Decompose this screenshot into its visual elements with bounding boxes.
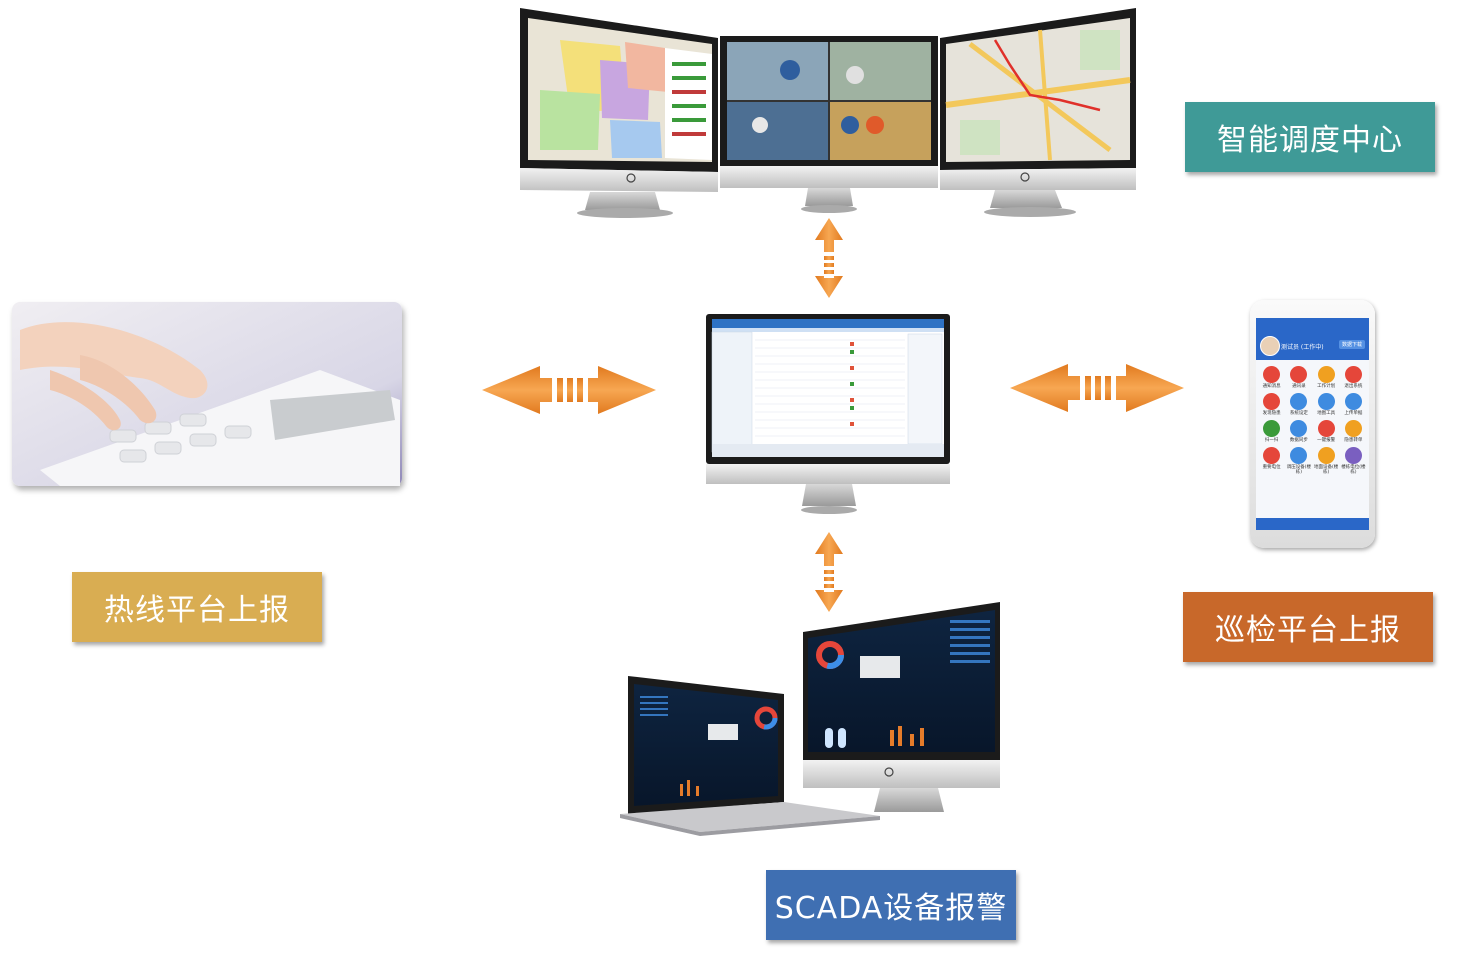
app-label: 系统设定 (1289, 411, 1308, 416)
monitor-right-map (940, 8, 1136, 217)
app-icon (1344, 447, 1362, 464)
app-icon (1317, 366, 1335, 383)
phone-app-grid: 通知消息 通讯录 工作计划 退出系统发现隐患 系统设定 地图工具 上传单据扫一扫 数据同步 一键… (1256, 360, 1369, 475)
scada-laptop (620, 676, 880, 836)
phone-nav-bar (1256, 532, 1369, 542)
phone-app-item[interactable]: 一键报警 (1313, 420, 1340, 443)
app-label: 数据同步 (1289, 438, 1308, 443)
app-label: 通知消息 (1262, 384, 1281, 389)
app-icon (1317, 447, 1335, 464)
app-label: 一键报警 (1317, 438, 1336, 443)
app-icon (1290, 366, 1308, 383)
app-icon (1344, 393, 1362, 410)
phone-app-item[interactable]: 重要电位 (1258, 447, 1285, 475)
scada-alarm-text: SCADA设备报警 (774, 891, 1008, 926)
app-icon (1344, 420, 1362, 437)
app-label: 通讯录 (1292, 384, 1306, 389)
hotline-report-label: 热线平台上报 (72, 572, 322, 642)
phone-app-item[interactable]: 退出系统 (1340, 366, 1367, 389)
app-icon (1317, 420, 1335, 437)
app-label: 上传单据 (1344, 411, 1363, 416)
app-icon (1317, 393, 1335, 410)
app-label: 楼栋电位(楼栋) (1341, 465, 1366, 475)
phone-app-item[interactable]: 地面设备(楼栋) (1313, 447, 1340, 475)
app-label: 工作计划 (1317, 384, 1336, 389)
app-icon (1263, 366, 1281, 383)
app-label: 地面设备(楼栋) (1313, 465, 1339, 475)
phone-app-item[interactable]: 工作计划 (1313, 366, 1340, 389)
arrow-bottom-vertical (815, 532, 843, 612)
phone-app-item[interactable]: 通讯录 (1285, 366, 1312, 389)
dispatch-center-text: 智能调度中心 (1217, 123, 1403, 158)
scada-monitor (803, 602, 1000, 812)
phone-status-bar (1256, 518, 1369, 530)
app-icon (1263, 420, 1281, 437)
monitor-center-video (720, 36, 938, 213)
phone-user-name: 测试员 (工作中) (1281, 344, 1324, 351)
phone-app-item[interactable]: 发现隐患 (1258, 393, 1285, 416)
arrow-right-horizontal (1010, 364, 1184, 412)
phone-app-item[interactable]: 系统设定 (1285, 393, 1312, 416)
patrol-phone: 测试员 (工作中) 数据下载 通知消息 通讯录 工作计划 退出系统发现隐患 系统设定 地图… (1250, 300, 1375, 548)
phone-header: 测试员 (工作中) 数据下载 (1256, 318, 1369, 360)
phone-app-item[interactable]: 隐患转单 (1340, 420, 1367, 443)
dispatch-center-label: 智能调度中心 (1185, 102, 1435, 172)
patrol-report-label: 巡检平台上报 (1183, 592, 1433, 662)
phone-app-item[interactable]: 通知消息 (1258, 366, 1285, 389)
app-label: 退出系统 (1344, 384, 1363, 389)
phone-app-item[interactable]: 数据同步 (1285, 420, 1312, 443)
app-label: 地图工具 (1317, 411, 1336, 416)
app-label: 隐患转单 (1344, 438, 1363, 443)
phone-app-item[interactable]: 上传单据 (1340, 393, 1367, 416)
scada-alarm-label: SCADA设备报警 (766, 870, 1016, 940)
arrow-left-horizontal (482, 366, 656, 414)
app-label: 重要电位 (1262, 465, 1281, 470)
app-icon (1290, 393, 1308, 410)
app-label: 扫一扫 (1264, 438, 1279, 443)
phone-screen: 测试员 (工作中) 数据下载 通知消息 通讯录 工作计划 退出系统发现隐患 系统设定 地图… (1256, 318, 1369, 530)
phone-app-item[interactable]: 调压设备(楼栋) (1285, 447, 1312, 475)
monitor-left-map (520, 8, 718, 218)
app-icon (1263, 447, 1281, 464)
patrol-report-text: 巡检平台上报 (1215, 613, 1401, 648)
app-label: 调压设备(楼栋) (1286, 465, 1311, 475)
phone-app-item[interactable]: 扫一扫 (1258, 420, 1285, 443)
data-download-button[interactable]: 数据下载 (1338, 340, 1365, 349)
phone-app-item[interactable]: 楼栋电位(楼栋) (1340, 447, 1367, 475)
hotline-report-text: 热线平台上报 (104, 593, 290, 628)
phone-app-item[interactable]: 地图工具 (1313, 393, 1340, 416)
app-icon (1344, 366, 1362, 383)
app-icon (1290, 447, 1308, 464)
avatar (1260, 336, 1280, 356)
app-icon (1263, 393, 1281, 410)
arrow-top-vertical (815, 218, 843, 298)
app-label: 发现隐患 (1262, 411, 1281, 416)
app-icon (1290, 420, 1308, 437)
